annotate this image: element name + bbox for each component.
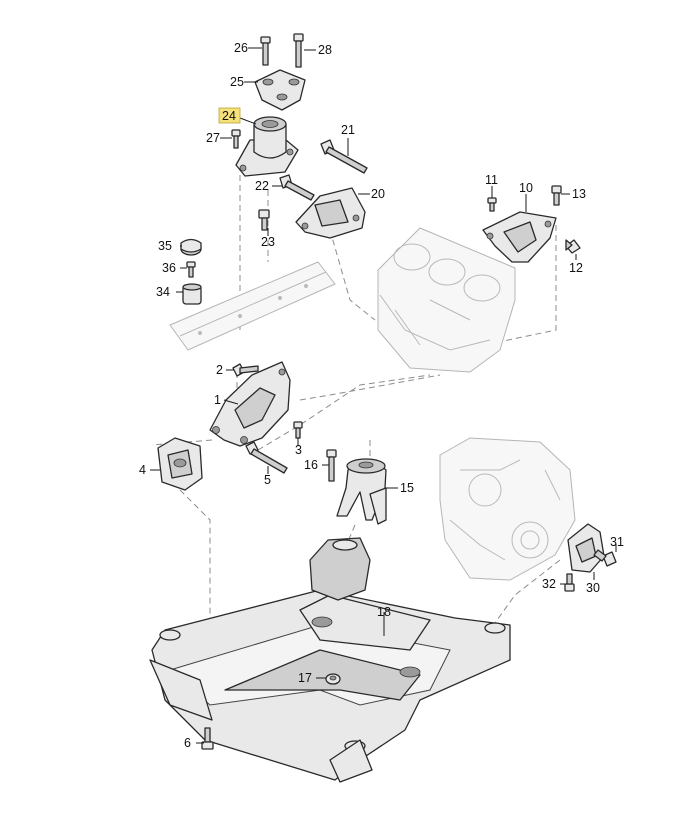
callout-10: 10 — [519, 181, 533, 195]
bolt-2 — [232, 363, 259, 377]
bolt-26 — [260, 36, 271, 66]
callout-6: 6 — [184, 736, 191, 750]
assembly-dashed-lines — [151, 175, 561, 715]
callout-24-highlight — [218, 107, 241, 124]
callout-5: 5 — [264, 473, 271, 487]
callout-labels: 26 28 25 24 27 21 22 20 23 11 10 13 12 3… — [139, 41, 624, 750]
ghost-gearbox — [439, 437, 576, 581]
bolt-5 — [245, 441, 288, 474]
bracket-25 — [254, 69, 306, 111]
callout-1: 1 — [214, 393, 221, 407]
callout-27: 27 — [206, 131, 220, 145]
pendulum-mount-15 — [336, 458, 387, 525]
ghost-engine-block — [377, 227, 516, 373]
callout-26: 26 — [234, 41, 248, 55]
bolt-31 — [593, 549, 617, 567]
bolt-28 — [293, 33, 304, 68]
bolt-23 — [258, 209, 270, 231]
subframe-18 — [149, 537, 511, 783]
bolt-16 — [326, 449, 337, 482]
callout-4: 4 — [139, 463, 146, 477]
bolt-27 — [231, 129, 241, 149]
bracket-20 — [295, 187, 366, 239]
callout-25: 25 — [230, 75, 244, 89]
bushing-34 — [182, 283, 202, 305]
ghost-rail — [169, 261, 336, 351]
callout-2: 2 — [216, 363, 223, 377]
callout-18: 18 — [377, 605, 391, 619]
bolt-36 — [186, 261, 196, 278]
callout-35: 35 — [158, 239, 172, 253]
bolt-3 — [293, 421, 303, 439]
bracket-30 — [567, 523, 605, 573]
callout-36: 36 — [162, 261, 176, 275]
mount-4 — [157, 437, 203, 491]
callout-22: 22 — [255, 179, 269, 193]
callout-11: 11 — [485, 173, 498, 187]
bolt-11 — [487, 197, 497, 212]
nut-17 — [325, 673, 341, 685]
callout-16: 16 — [304, 458, 318, 472]
callout-leaders — [150, 47, 617, 744]
callout-23: 23 — [261, 235, 275, 249]
callout-15: 15 — [400, 481, 414, 495]
callout-17: 17 — [298, 671, 312, 685]
bolt-12 — [565, 239, 581, 254]
bracket-1 — [209, 361, 291, 447]
bolt-32 — [564, 573, 575, 592]
callout-20: 20 — [371, 187, 385, 201]
callout-21: 21 — [341, 123, 355, 137]
callout-30: 30 — [586, 581, 600, 595]
callout-3: 3 — [295, 443, 302, 457]
callout-12: 12 — [569, 261, 583, 275]
callout-13: 13 — [572, 187, 586, 201]
bolt-22 — [279, 174, 315, 201]
callout-32: 32 — [542, 577, 556, 591]
bolt-21 — [320, 139, 368, 174]
callout-28: 28 — [318, 43, 332, 57]
cap-35 — [180, 238, 202, 256]
callout-31: 31 — [610, 535, 624, 549]
bolt-13 — [551, 185, 562, 206]
bracket-10 — [482, 211, 557, 263]
callout-24: 24 — [222, 109, 236, 123]
callout-34: 34 — [156, 285, 170, 299]
bolt-6 — [201, 727, 214, 750]
engine-mount-24 — [235, 116, 299, 177]
